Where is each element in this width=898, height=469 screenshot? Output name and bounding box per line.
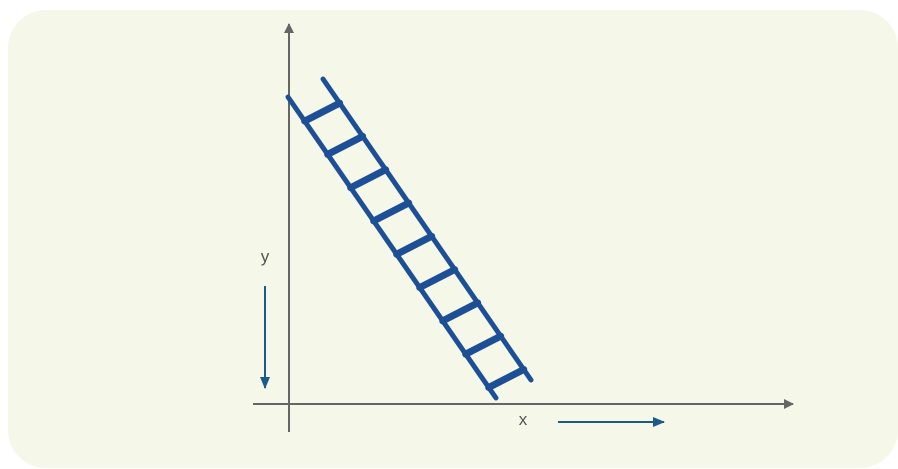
x-axis-label: x [519,410,528,429]
ladder-right-rail [320,76,534,383]
ladder-rung [324,132,367,158]
ladder-rung [393,232,436,258]
ladder-rung [462,332,505,358]
ladder-rung [370,199,413,225]
ladder-rung [439,299,482,325]
ladder-icon [285,76,534,401]
ladder-rung [416,266,459,292]
ladder-rung [301,99,344,125]
ladder-rung [347,166,390,192]
ladder-left-rail [285,94,499,401]
y-axis-label: y [261,247,270,266]
diagram-panel [8,10,898,468]
ladder-rung [485,365,528,391]
